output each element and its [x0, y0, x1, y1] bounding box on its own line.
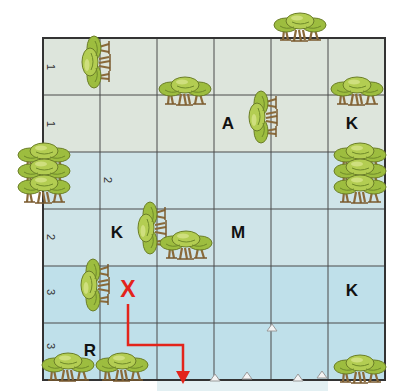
row-number: 3	[45, 289, 56, 295]
cell-letter: K	[346, 282, 358, 299]
row-number: 3	[45, 343, 56, 349]
cell-letter: K	[111, 224, 123, 241]
cell-letter: K	[346, 115, 358, 132]
start-mark: X	[120, 278, 135, 301]
row-number: 2	[45, 234, 56, 240]
cell-letter: R	[84, 342, 96, 359]
row-number: 2	[102, 177, 113, 183]
cell-letter: A	[222, 115, 234, 132]
row-number: 1	[45, 64, 56, 70]
row-number: 1	[45, 121, 56, 127]
cell-letter: M	[231, 224, 245, 241]
